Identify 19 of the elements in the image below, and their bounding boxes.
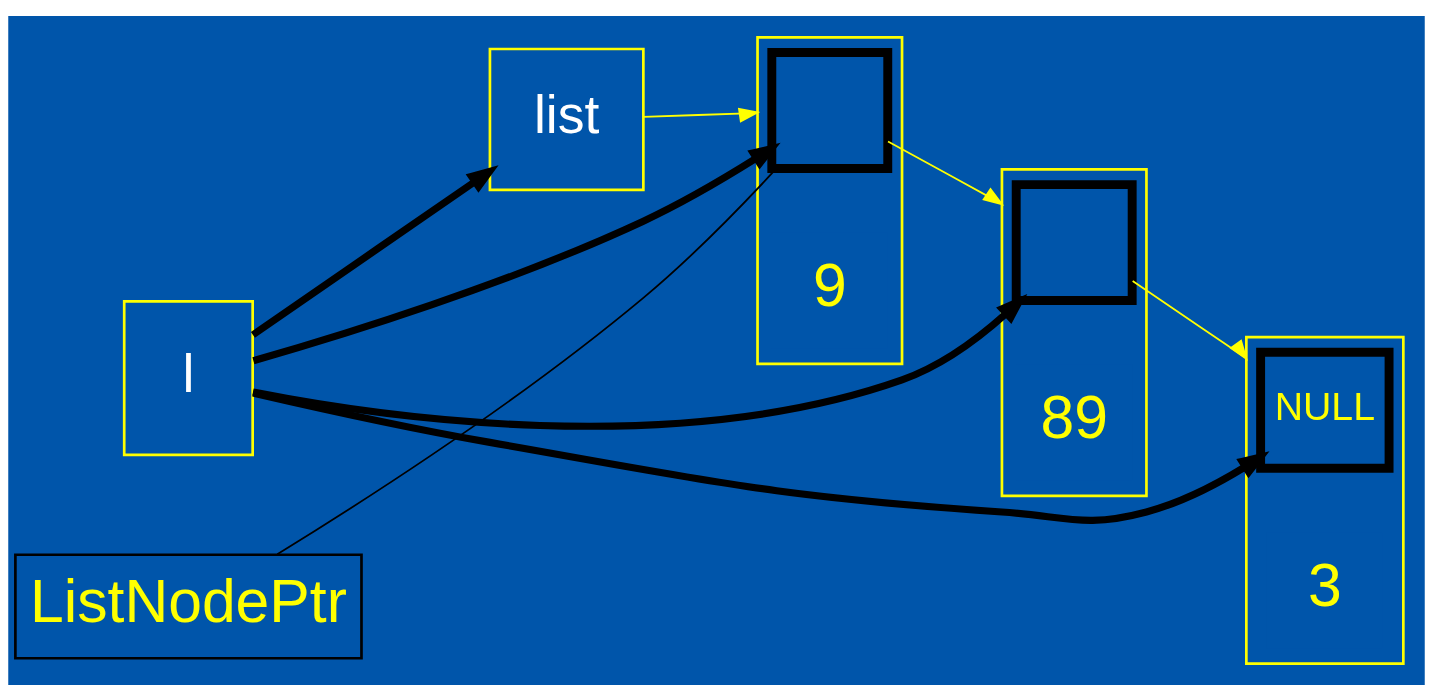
node-text: 89 (1040, 382, 1108, 451)
cluster (1245, 335, 1405, 665)
arrow (252, 142, 781, 364)
node-box (767, 47, 893, 173)
cluster (1000, 167, 1148, 497)
arrow (252, 293, 1028, 430)
arrow (887, 140, 1005, 206)
node-box: ListNodePtr (14, 552, 363, 660)
arrow (1131, 279, 1248, 361)
arrow (642, 107, 761, 123)
node-box: l (122, 299, 254, 456)
cluster (756, 35, 904, 365)
node-text: 9 (812, 250, 847, 319)
arrow (252, 389, 1270, 524)
node-box: NULL (1256, 347, 1394, 473)
node-box: list (488, 47, 645, 191)
node-text: 3 (1307, 550, 1342, 619)
node-box (1011, 179, 1137, 305)
arrow (250, 164, 499, 338)
